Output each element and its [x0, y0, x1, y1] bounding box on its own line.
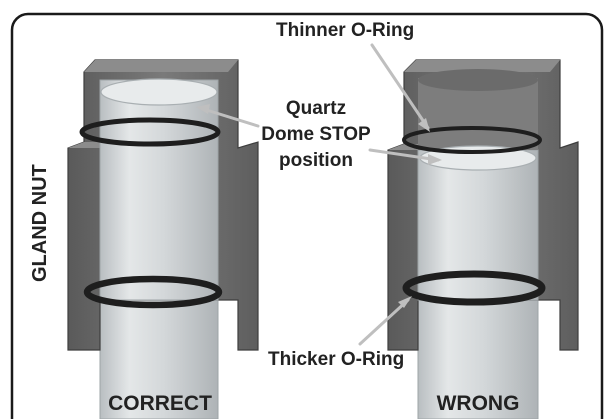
thinner-oring-label: Thinner O-Ring: [276, 20, 414, 41]
thicker-oring-label: Thicker O-Ring: [268, 349, 404, 370]
gland-nut-bore-top: [418, 69, 538, 91]
thicker-oring-leader: [358, 298, 410, 346]
thinner-oring-arrowhead: [418, 118, 430, 132]
gland-nut-side-label: GLAND NUT: [29, 164, 51, 282]
quartz-leader-right: [368, 148, 440, 162]
leader-lines: [198, 43, 440, 346]
leader-arrowheads: [196, 104, 442, 308]
quartz-label-line2: Dome STOP: [261, 124, 371, 145]
upper-o-ring: [79, 117, 221, 147]
correct-assembly: [67, 59, 259, 419]
quartz-leader-left: [198, 106, 260, 128]
quartz-label-line1: Quartz: [286, 98, 346, 119]
quartz-arrowhead-left: [196, 104, 210, 114]
lower-o-ring: [402, 270, 546, 306]
upper-o-ring: [402, 126, 542, 154]
lower-o-ring: [83, 275, 223, 309]
quartz-arrowhead-right: [428, 154, 442, 165]
thicker-oring-arrowhead: [398, 296, 412, 308]
gland-nut-step-face: [68, 142, 100, 148]
thinner-oring-leader: [370, 43, 430, 130]
gland-nut-top-face: [84, 60, 238, 72]
quartz-label-line3: position: [279, 150, 353, 171]
gland-nut-top-face: [404, 60, 560, 72]
wrong-caption: WRONG: [437, 392, 520, 415]
wrong-assembly: [387, 59, 579, 419]
quartz-tube-lower: [99, 299, 219, 419]
quartz-tube-inner: [99, 79, 219, 301]
correct-caption: CORRECT: [108, 392, 212, 415]
dome-stop-ellipse: [100, 78, 218, 106]
